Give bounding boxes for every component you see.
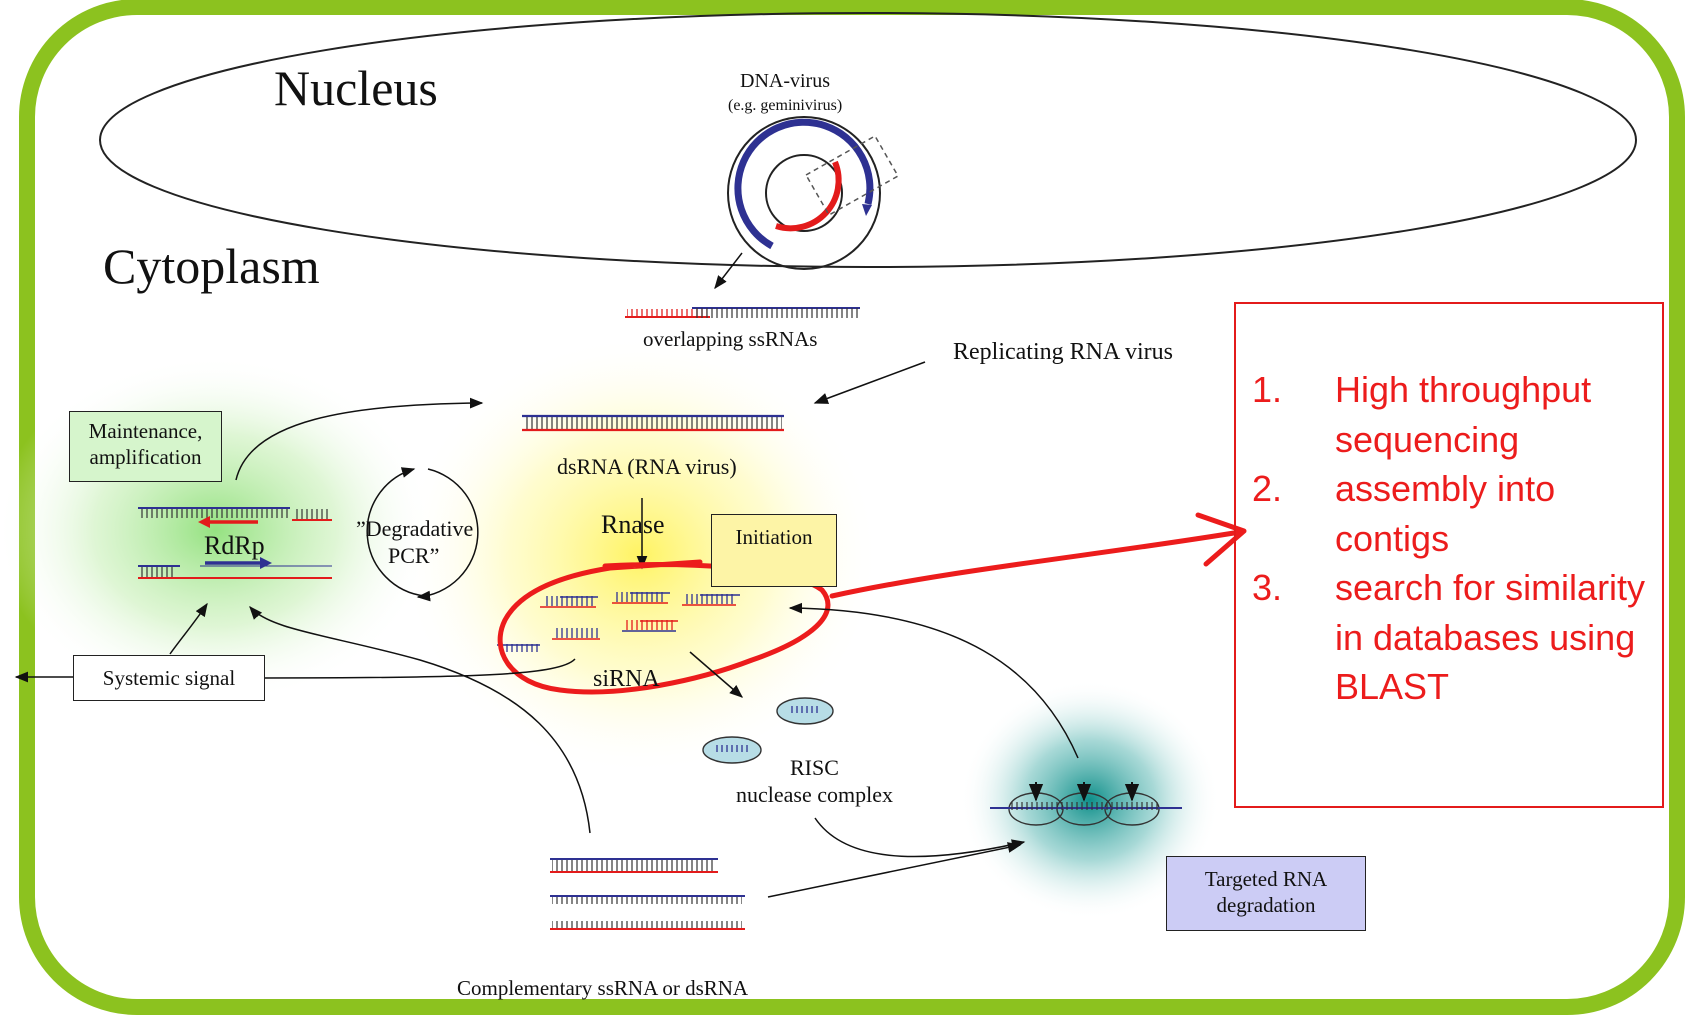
complementary-strands — [550, 858, 745, 930]
risc-complexes — [702, 697, 834, 764]
rdrp-strands — [138, 507, 332, 579]
step-2: 2. assembly into contigs — [1236, 464, 1662, 563]
sirna-label: siRNA — [593, 666, 660, 692]
dna-virus-icon — [727, 116, 900, 270]
arrow-systemic-to-rdrp — [169, 602, 208, 655]
dsrna-label: dsRNA (RNA virus) — [557, 454, 737, 479]
analysis-steps-box: 1. High throughput sequencing 2. assembly … — [1234, 302, 1664, 808]
red-arrowhead — [1195, 512, 1247, 567]
dna-virus-label: DNA-virus — [740, 70, 830, 92]
degradative-cycle-left — [366, 467, 426, 597]
nucleus-label: Nucleus — [274, 60, 438, 116]
arrow-target-to-sirna — [788, 602, 1079, 759]
risc-label: RISC — [790, 755, 839, 780]
step-3-text: search for similarity in databases using… — [1335, 567, 1646, 707]
nucleus-membrane — [99, 12, 1637, 268]
rdrp-label: RdRp — [204, 531, 265, 560]
step-2-number: 2. — [1252, 468, 1283, 509]
replicating-rna-virus-label: Replicating RNA virus — [953, 339, 1173, 365]
degradative-pcr-line1: ”Degradative — [356, 516, 474, 541]
step-1-number: 1. — [1252, 369, 1283, 410]
arrow-virus-to-ssrna — [714, 252, 743, 290]
target-rna-cleavage — [990, 782, 1182, 826]
arrow-complementary-to-rdrp — [249, 605, 591, 834]
sirna-fragments — [497, 592, 740, 652]
step-3: 3. search for similarity in databases usi… — [1236, 563, 1662, 712]
yellow-glow — [400, 335, 880, 775]
arrow-sirna-to-risc — [689, 651, 744, 698]
rnase-label: Rnase — [601, 510, 665, 539]
step-2-text: assembly into contigs — [1335, 468, 1556, 559]
degradative-pcr-line2: PCR” — [388, 543, 440, 568]
overlapping-ssrna-strands — [625, 307, 860, 318]
risc-complex-label: nuclease complex — [736, 782, 893, 807]
line-sirna-to-systemic — [262, 658, 576, 679]
arrow-complementary-to-target — [767, 842, 1022, 898]
arrow-risc-to-target — [814, 817, 1026, 858]
cytoplasm-label: Cytoplasm — [103, 238, 320, 294]
targeted-rna-degradation-box: Targeted RNA degradation — [1166, 856, 1366, 931]
complementary-label: Complementary ssRNA or dsRNA — [457, 976, 749, 1000]
degradative-cycle-right — [416, 468, 479, 602]
maintenance-box: Maintenance, amplification — [69, 411, 222, 482]
overlapping-ssrna-label: overlapping ssRNAs — [643, 327, 818, 351]
arrow-replicating — [813, 361, 926, 404]
step-1-text: High throughput sequencing — [1335, 369, 1592, 460]
systemic-signal-box: Systemic signal — [73, 655, 265, 701]
red-arrow-to-steps — [829, 529, 1243, 599]
dna-virus-example-label: (e.g. geminivirus) — [728, 97, 843, 114]
dsrna-strands — [522, 414, 784, 432]
arrow-maintenance-to-dsrna — [235, 397, 484, 481]
step-1: 1. High throughput sequencing — [1236, 365, 1662, 464]
step-3-number: 3. — [1252, 567, 1283, 608]
initiation-box: Initiation — [711, 514, 837, 587]
